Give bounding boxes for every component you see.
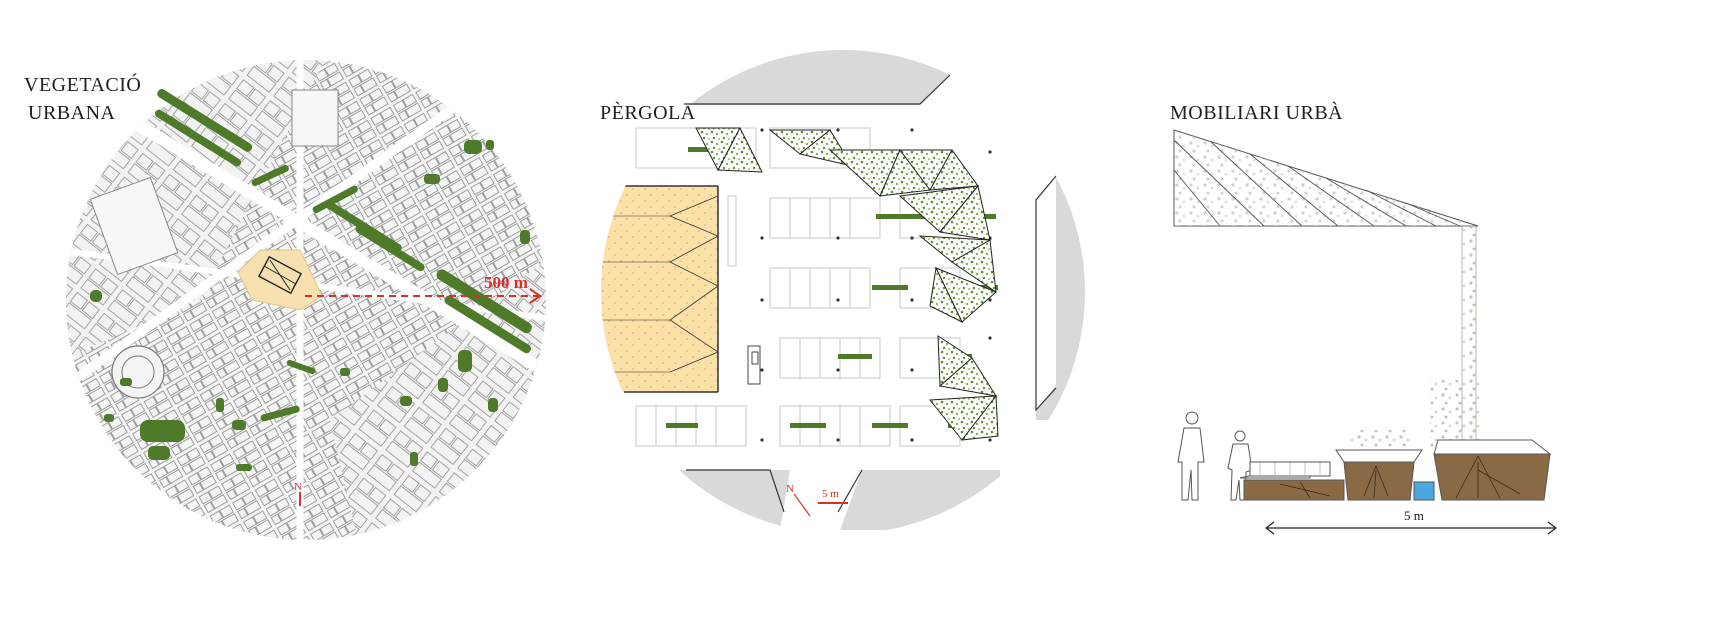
title-vegetation-line1: VEGETACIÓ	[24, 74, 142, 96]
north-label-pergola: N	[786, 483, 794, 495]
north-label: N	[294, 481, 302, 493]
panel-pergola: PÈRGOLA	[600, 0, 1120, 624]
pergola-structure	[695, 126, 999, 441]
human-figures	[1177, 411, 1253, 501]
pergola-plan: N 5 m	[601, 50, 1085, 530]
furniture-section: 5 m	[1173, 129, 1557, 535]
scale-label: 5 m	[822, 488, 839, 500]
distance-label: 500 m	[484, 273, 528, 292]
vegetation-areas	[90, 88, 532, 471]
climbing-column	[1350, 225, 1480, 470]
dimension-line	[1265, 521, 1557, 535]
urban-map: 500 m N	[66, 60, 546, 540]
north-arrow-pergola	[793, 493, 811, 517]
title-pergola: PÈRGOLA	[600, 102, 696, 124]
stair-symbol	[747, 345, 761, 385]
title-furniture: MOBILIARI URBÀ	[1170, 102, 1344, 124]
building-edges	[684, 74, 1057, 513]
title-vegetation-line2: URBANA	[28, 102, 116, 124]
dimension-label: 5 m	[1404, 508, 1424, 523]
panel-urban-vegetation: VEGETACIÓ URBANA	[0, 0, 600, 624]
canopy	[1173, 129, 1479, 227]
bench-planter	[1239, 439, 1552, 501]
panel-urban-furniture: MOBILIARI URBÀ	[1160, 0, 1717, 624]
distance-arrow	[305, 288, 542, 304]
